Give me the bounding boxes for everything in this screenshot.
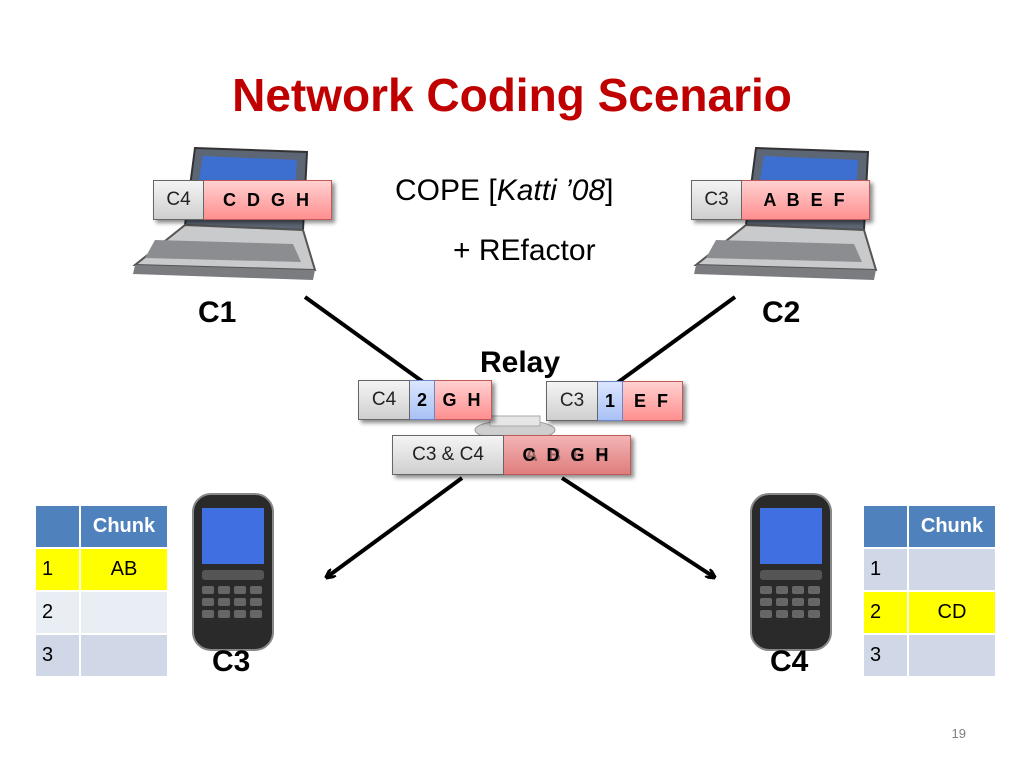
packet-dest: C3 bbox=[691, 180, 742, 220]
packet-payload: E F bbox=[623, 381, 683, 421]
packet-dest: C4 bbox=[358, 380, 410, 420]
link-relay-c3 bbox=[327, 476, 464, 577]
table-cell: AB bbox=[79, 547, 169, 592]
packet-c2: C3 A B E F bbox=[691, 180, 870, 220]
table-header: Chunk bbox=[79, 504, 169, 549]
node-label-c4: C4 bbox=[770, 645, 809, 678]
packet-seq: 1 bbox=[598, 381, 623, 421]
packet-dest: C3 & C4 bbox=[392, 435, 504, 475]
smartphone-icon bbox=[750, 493, 832, 651]
table-header bbox=[34, 504, 81, 549]
cope-author: Katti ’08 bbox=[496, 174, 606, 207]
table-row: 3 bbox=[862, 633, 997, 678]
packet-seq: 2 bbox=[410, 380, 435, 420]
table-cell bbox=[79, 590, 169, 635]
table-row: 3 bbox=[34, 633, 169, 678]
packet-dest: C3 bbox=[546, 381, 598, 421]
table-cell: 2 bbox=[34, 590, 81, 635]
packet-payload: A B E F C D G H bbox=[504, 435, 631, 475]
table-cell: 2 bbox=[862, 590, 909, 635]
packet-payload: A B E F bbox=[742, 180, 870, 220]
cope-citation: COPE [Katti ’08] bbox=[395, 174, 613, 208]
table-row: 2 bbox=[34, 590, 169, 635]
table-cell: 3 bbox=[34, 633, 81, 678]
smartphone-icon bbox=[192, 493, 274, 651]
packet-payload-overlay: A B E F bbox=[524, 444, 610, 465]
table-cell bbox=[907, 547, 997, 592]
table-cell: CD bbox=[907, 590, 997, 635]
node-label-c2: C2 bbox=[762, 296, 801, 329]
packet-payload: G H bbox=[435, 380, 492, 420]
table-cell: 3 bbox=[862, 633, 909, 678]
packet-c1: C4 C D G H bbox=[153, 180, 332, 220]
page-number: 19 bbox=[951, 726, 966, 741]
refactor-label: + REfactor bbox=[453, 234, 596, 267]
packet-dest: C4 bbox=[153, 180, 204, 220]
node-label-c3: C3 bbox=[212, 645, 251, 678]
link-relay-c4 bbox=[560, 476, 714, 577]
packet-relay-left: C4 2 G H bbox=[358, 380, 492, 420]
packet-payload: C D G H bbox=[204, 180, 332, 220]
table-cell: 1 bbox=[862, 547, 909, 592]
slide-title: Network Coding Scenario bbox=[232, 69, 792, 121]
cope-suffix: ] bbox=[605, 174, 614, 207]
table-header bbox=[862, 504, 909, 549]
node-label-relay: Relay bbox=[480, 346, 561, 379]
table-cell: 1 bbox=[34, 547, 81, 592]
table-cell bbox=[907, 633, 997, 678]
packet-coded: C3 & C4 A B E F C D G H bbox=[392, 435, 631, 475]
table-cell bbox=[79, 633, 169, 678]
table-row: 1 bbox=[862, 547, 997, 592]
table-header: Chunk bbox=[907, 504, 997, 549]
cope-prefix: COPE [ bbox=[395, 174, 497, 207]
node-label-c1: C1 bbox=[198, 296, 237, 329]
packet-relay-right: C3 1 E F bbox=[546, 381, 683, 421]
packet-payload-text: C D G H bbox=[522, 444, 612, 465]
